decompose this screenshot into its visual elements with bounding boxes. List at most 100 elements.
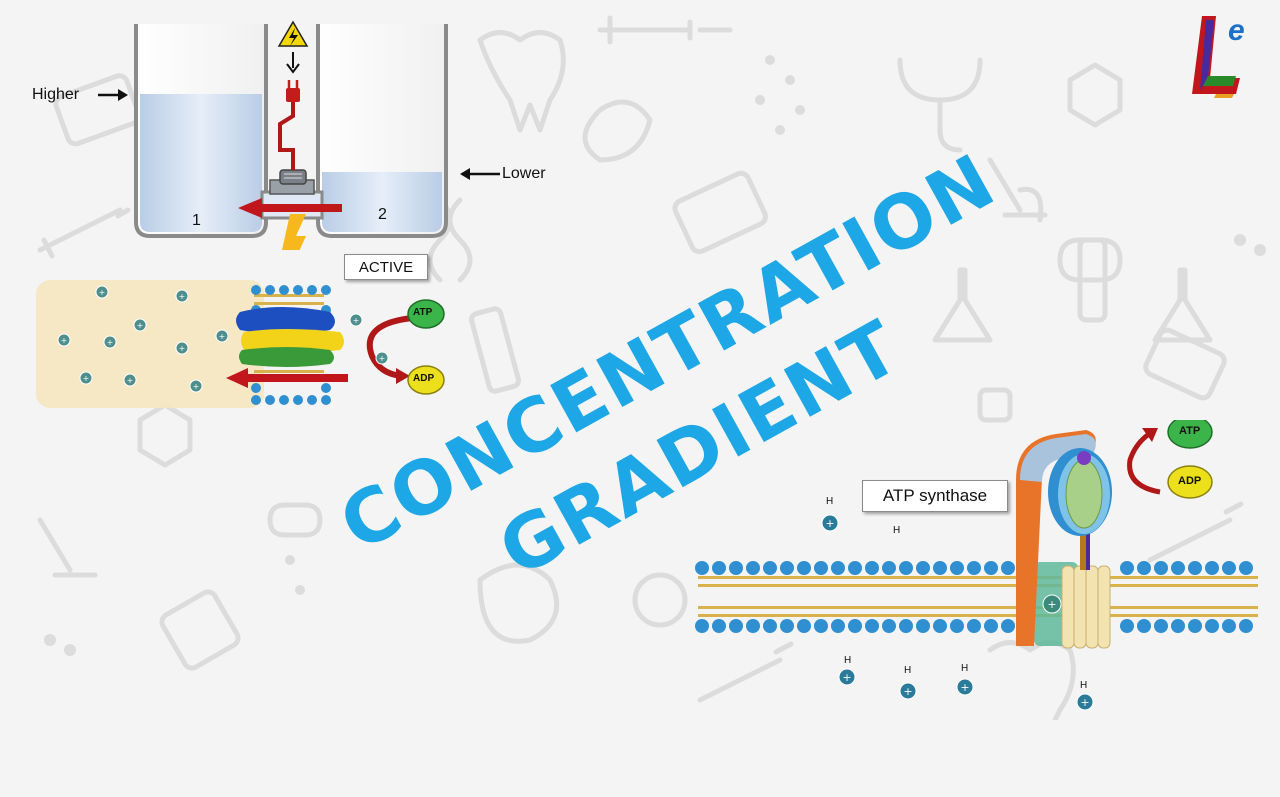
lipid-bilayer bbox=[695, 561, 1258, 633]
svg-text:+: + bbox=[903, 685, 912, 698]
lipid-head bbox=[729, 619, 743, 633]
atp-molecule bbox=[407, 299, 445, 329]
lower-label: Lower bbox=[502, 165, 546, 182]
lipid-head bbox=[695, 619, 709, 633]
adp-molecule bbox=[407, 365, 445, 395]
svg-text:+: + bbox=[1047, 598, 1056, 611]
lipid-head bbox=[1239, 619, 1253, 633]
lipid-head bbox=[831, 561, 845, 575]
tank-1-water bbox=[140, 94, 262, 232]
transport-protein bbox=[236, 307, 335, 334]
lipid-head bbox=[933, 561, 947, 575]
lipid-head bbox=[848, 561, 862, 575]
lipid-head bbox=[763, 619, 777, 633]
brand-logo: e bbox=[1192, 14, 1245, 98]
tank-1-label: 1 bbox=[192, 212, 201, 229]
lipid-head bbox=[848, 619, 862, 633]
svg-text:+: + bbox=[83, 374, 90, 383]
concentration-tanks-diagram bbox=[98, 20, 500, 250]
svg-text:+: + bbox=[127, 376, 134, 385]
svg-text:+: + bbox=[960, 681, 969, 694]
lipid-head bbox=[1188, 619, 1202, 633]
lipid-head bbox=[1171, 619, 1185, 633]
svg-text:+: + bbox=[99, 288, 106, 297]
lipid-head bbox=[780, 619, 794, 633]
svg-text:+: + bbox=[842, 671, 851, 684]
svg-text:+: + bbox=[137, 321, 144, 330]
lipid-head bbox=[797, 561, 811, 575]
active-adp-label: ADP bbox=[413, 373, 435, 384]
lipid-head bbox=[899, 619, 913, 633]
active-transport-diagram: + + + + + + + + + + + + bbox=[36, 280, 445, 408]
lipid-head bbox=[1001, 561, 1015, 575]
lightning-bolt-icon bbox=[282, 214, 306, 250]
lipid-head bbox=[1137, 619, 1151, 633]
proton-label-4: H bbox=[904, 665, 912, 676]
svg-text:+: + bbox=[61, 336, 68, 345]
lipid-head bbox=[1222, 561, 1236, 575]
active-atp-label: ATP bbox=[413, 307, 433, 318]
synthase-adp-label: ADP bbox=[1178, 475, 1202, 487]
atp-synthase-label: ATP synthase bbox=[862, 480, 1008, 512]
tank-2-water bbox=[322, 172, 442, 232]
active-label: ACTIVE bbox=[344, 254, 428, 280]
lipid-head bbox=[712, 561, 726, 575]
svg-text:+: + bbox=[179, 344, 186, 353]
lipid-head bbox=[695, 561, 709, 575]
lipid-head bbox=[1171, 561, 1185, 575]
lipid-head bbox=[882, 561, 896, 575]
lipid-head bbox=[899, 561, 913, 575]
lipid-head bbox=[1205, 561, 1219, 575]
lipid-head bbox=[1137, 561, 1151, 575]
lipid-head bbox=[1239, 561, 1253, 575]
svg-text:+: + bbox=[219, 332, 226, 341]
lipid-head bbox=[1205, 619, 1219, 633]
lipid-head bbox=[865, 619, 879, 633]
lipid-head bbox=[967, 561, 981, 575]
flow-arrow bbox=[238, 198, 342, 218]
proton-ions bbox=[821, 514, 1094, 711]
svg-text:+: + bbox=[379, 354, 386, 363]
cell-interior bbox=[36, 280, 264, 408]
lipid-head bbox=[882, 619, 896, 633]
svg-text:+: + bbox=[825, 517, 834, 530]
lipid-head bbox=[780, 561, 794, 575]
lipid-head bbox=[950, 561, 964, 575]
synthase-atp-molecule bbox=[1167, 420, 1213, 449]
svg-text:+: + bbox=[193, 382, 200, 391]
atp-synthase-diagram: + + + + + + bbox=[695, 420, 1258, 711]
lipid-head bbox=[1154, 619, 1168, 633]
svg-text:+: + bbox=[1080, 696, 1089, 709]
lipid-head bbox=[1222, 619, 1236, 633]
proton-label-2: H bbox=[893, 525, 901, 536]
lipid-head bbox=[916, 561, 930, 575]
lipid-head bbox=[763, 561, 777, 575]
lipid-head bbox=[814, 619, 828, 633]
lipid-head bbox=[1001, 619, 1015, 633]
lipid-head bbox=[746, 561, 760, 575]
lipid-head bbox=[1120, 619, 1134, 633]
tank-2-label: 2 bbox=[378, 206, 387, 223]
higher-label: Higher bbox=[32, 86, 80, 103]
svg-text:+: + bbox=[107, 338, 114, 347]
lipid-head bbox=[729, 561, 743, 575]
lipid-head bbox=[950, 619, 964, 633]
lipid-head bbox=[814, 561, 828, 575]
svg-text:+: + bbox=[353, 316, 360, 325]
proton-label-1: H bbox=[826, 496, 834, 507]
transport-arrow bbox=[226, 368, 348, 388]
proton-label-6: H bbox=[1080, 680, 1088, 691]
svg-text:e: e bbox=[1228, 14, 1245, 47]
lipid-head bbox=[967, 619, 981, 633]
lipid-head bbox=[1188, 561, 1202, 575]
lipid-head bbox=[916, 619, 930, 633]
proton-label-3: H bbox=[844, 655, 852, 666]
lipid-head bbox=[933, 619, 947, 633]
lipid-head bbox=[1154, 561, 1168, 575]
lipid-head bbox=[1120, 561, 1134, 575]
lipid-head bbox=[712, 619, 726, 633]
lipid-head bbox=[746, 619, 760, 633]
ion-group bbox=[57, 285, 229, 393]
svg-text:+: + bbox=[179, 292, 186, 301]
lipid-head bbox=[797, 619, 811, 633]
